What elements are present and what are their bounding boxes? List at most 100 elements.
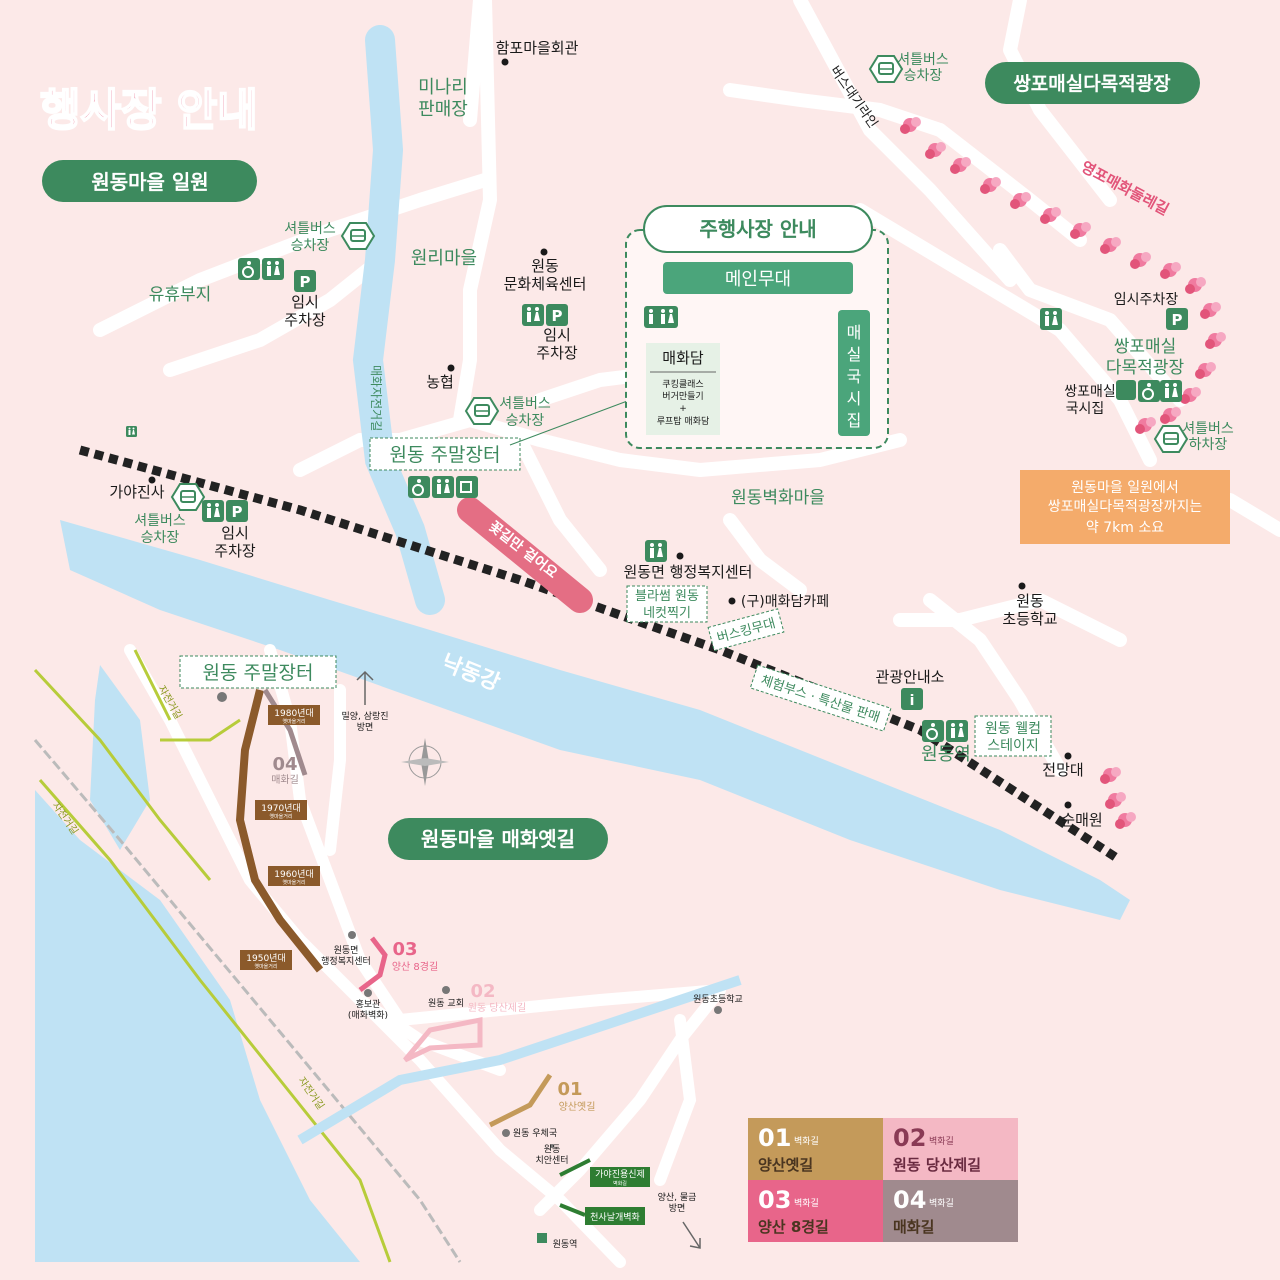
era-1960-tag: 1960년대 옛마을거리 bbox=[268, 866, 320, 886]
ssangpo-label-b: 다목적광장 bbox=[1106, 358, 1185, 378]
venue-box: 주행사장 안내 메인무대 매화담 쿠킹클래스 버거만들기 + 루프탑 매화담 매… bbox=[625, 205, 889, 449]
parking-1-label: 임시 bbox=[291, 293, 319, 311]
callout-line bbox=[509, 399, 631, 446]
parking-3-label: 임시 bbox=[221, 524, 249, 542]
shuttle-2-label-b: 승차장 bbox=[291, 238, 330, 254]
culture-toilet-icon bbox=[522, 304, 544, 326]
shuttle-icon-left bbox=[341, 222, 375, 250]
distance-line-3: 약 7km 소요 bbox=[1086, 520, 1164, 536]
nonghyup-dot bbox=[447, 364, 455, 372]
inset-heaven-wall-label: 천사날개벽화 bbox=[590, 1212, 640, 1223]
maehwadam-label: 매화담 bbox=[662, 349, 704, 367]
shuttle-1-label-b: 승차장 bbox=[904, 68, 943, 84]
inset-station-label: 원동역 bbox=[553, 1239, 578, 1250]
ssangpo-wheelchair-icon bbox=[1137, 379, 1161, 403]
svg-text:i: i bbox=[910, 693, 915, 709]
legend-sub: 벽화길 bbox=[794, 1198, 819, 1209]
compass-icon bbox=[401, 738, 449, 786]
market-toilet-icon bbox=[432, 476, 454, 498]
distance-box: 원동마을 일원에서 쌍포매실다목적광장까지는 약 7km 소요 bbox=[1020, 470, 1230, 544]
route-04-name: 매화길 bbox=[271, 773, 299, 786]
shuttle-5-label: 셔틀버스 bbox=[1182, 421, 1234, 437]
bike-road-label: 매화자전거길 bbox=[369, 365, 383, 431]
gaya-toilet-icon bbox=[202, 500, 224, 522]
era-1980-sub: 옛마을거리 bbox=[282, 718, 305, 725]
parking-3-label-b: 주차장 bbox=[214, 542, 256, 560]
blossom-label-1: 블라썸 원동 bbox=[635, 589, 699, 604]
tributary-river bbox=[352, 25, 445, 615]
shuttle-4-label-b: 승차장 bbox=[141, 530, 180, 546]
inset-hongbo-label-1: 홍보관 bbox=[356, 998, 381, 1010]
legend-sub: 벽화길 bbox=[794, 1136, 819, 1147]
legend-num: 04 bbox=[893, 1186, 926, 1214]
wheelchair-icon bbox=[237, 257, 261, 281]
legend-name: 원동 당산제길 bbox=[893, 1156, 981, 1174]
route-02-num: 02 bbox=[470, 981, 495, 1002]
inset-map: 원동 주말장터 자전거길 자전거길 자전거길 밀양, 삼랑진 방면 04 매화길… bbox=[33, 426, 743, 1268]
parking-4-label: 임시주차장 bbox=[1114, 292, 1179, 308]
legend-num: 02 bbox=[893, 1124, 926, 1152]
market-char-4: 시 bbox=[847, 389, 862, 408]
info-icon: i bbox=[901, 688, 923, 710]
legend-swatch bbox=[883, 1180, 1018, 1242]
right-toilet-icon bbox=[1040, 308, 1062, 330]
ssangpo-title-pill: 쌍포매실다목적광장 bbox=[985, 62, 1200, 104]
market-wheelchair-icon bbox=[407, 475, 431, 499]
era-1950-label: 1950년대 bbox=[246, 953, 285, 964]
inset-police-label-2: 치안센터 bbox=[535, 1154, 568, 1166]
legend-swatch bbox=[883, 1118, 1018, 1180]
blossom-photo-tag: 블라썸 원동 네컷찍기 bbox=[626, 585, 708, 623]
north-direction-2: 방면 bbox=[357, 722, 374, 733]
station-wheelchair-icon bbox=[921, 719, 945, 743]
era-1970-label: 1970년대 bbox=[261, 803, 300, 814]
section-bottom-pill bbox=[388, 818, 608, 860]
shuttle-2-label: 셔틀버스 bbox=[284, 221, 336, 237]
legend-name: 양산 8경길 bbox=[758, 1218, 829, 1236]
era-1960-sub: 옛마을거리 bbox=[282, 879, 305, 886]
inset-toilet-icon bbox=[126, 426, 137, 437]
market-char-2: 실 bbox=[847, 345, 862, 364]
maehwadam-desc-4: 루프탑 매화담 bbox=[657, 415, 710, 427]
legend-name: 매화길 bbox=[893, 1218, 934, 1236]
school-label: 원동 bbox=[1016, 592, 1044, 610]
inset-admin-label-2: 행정복지센터 bbox=[321, 955, 371, 967]
inset-church-label: 원동 교회 bbox=[428, 998, 464, 1009]
main-stage-label: 메인무대 bbox=[725, 269, 791, 290]
shuttle-3-label: 셔틀버스 bbox=[499, 396, 551, 412]
sunmaewon-dot bbox=[1064, 801, 1072, 809]
parking-2-label-b: 주차장 bbox=[536, 344, 578, 362]
maehwadam-desc-1: 쿠킹클래스 bbox=[662, 378, 703, 390]
hampo-dot bbox=[501, 58, 509, 66]
distance-line-2: 쌍포매실다목적광장까지는 bbox=[1048, 499, 1203, 515]
era-1950-tag: 1950년대 옛마을거리 bbox=[240, 950, 292, 970]
inset-market-dot bbox=[217, 692, 227, 702]
school-dot bbox=[1018, 582, 1026, 590]
section-top-label: 원동마을 일원 bbox=[91, 170, 208, 194]
nonghyup-label: 농협 bbox=[426, 373, 454, 391]
era-1980-tag: 1980년대 옛마을거리 bbox=[268, 705, 320, 725]
ssangpo-toilet-icon bbox=[1160, 380, 1182, 402]
blossom-label-2: 네컷찍기 bbox=[643, 606, 691, 621]
shuttle-icon-center bbox=[465, 397, 499, 425]
section-bottom-label: 원동마을 매화옛길 bbox=[421, 827, 575, 851]
welcome-label-1: 원동 웰컴 bbox=[985, 721, 1041, 737]
era-1980-label: 1980년대 bbox=[274, 708, 313, 719]
culture-parking-icon bbox=[546, 304, 568, 326]
page-title: 행사장 안내 bbox=[40, 85, 258, 136]
inset-post-label: 원동 우체국 bbox=[513, 1128, 557, 1139]
admin-dot bbox=[676, 552, 684, 560]
right-parking-icon bbox=[1166, 308, 1188, 330]
culture-label-b: 문화체육센터 bbox=[504, 275, 587, 293]
weekend-market-tag: 원동 주말장터 bbox=[369, 437, 521, 471]
parking-2-label: 임시 bbox=[543, 326, 571, 344]
north-direction-1: 밀양, 삼랑진 bbox=[341, 710, 388, 722]
parking-1-label-b: 주차장 bbox=[284, 311, 326, 329]
distance-line-1: 원동마을 일원에서 bbox=[1071, 480, 1179, 496]
inset-gaya-wall-label: 가야진용신제 bbox=[595, 1169, 645, 1180]
market-char-3: 국 bbox=[847, 367, 862, 386]
route-01-num: 01 bbox=[557, 1079, 582, 1100]
maehwadam-desc-3: + bbox=[679, 404, 687, 414]
